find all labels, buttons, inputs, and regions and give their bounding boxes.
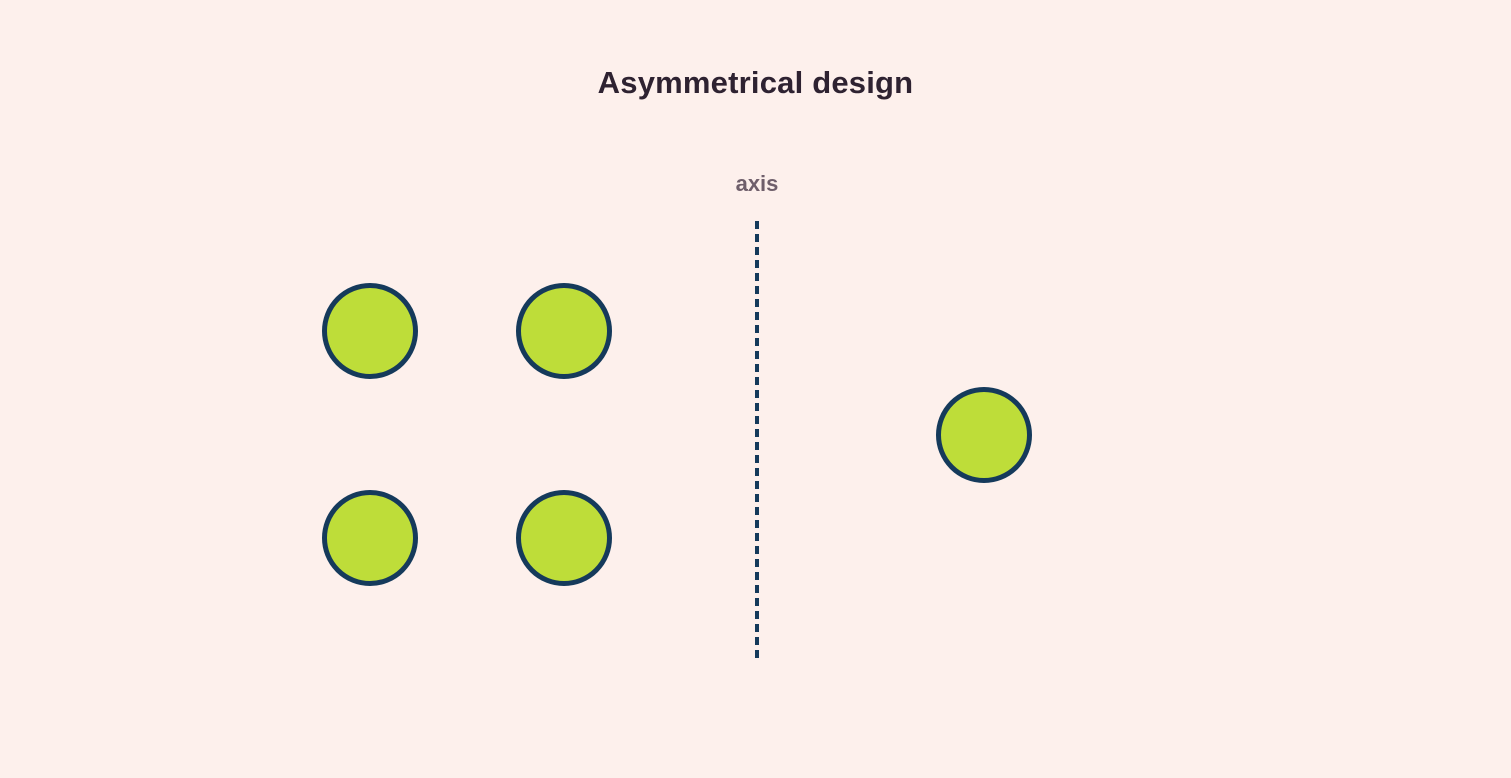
axis-dashed-line <box>755 221 759 658</box>
circle-left-bottom-2 <box>516 490 612 586</box>
axis-label: axis <box>735 171 779 196</box>
circle-left-top-2 <box>516 283 612 379</box>
circle-left-top-1 <box>322 283 418 379</box>
page-title: Asymmetrical design <box>597 65 914 100</box>
circle-left-bottom-1 <box>322 490 418 586</box>
circle-right-1 <box>936 387 1032 483</box>
